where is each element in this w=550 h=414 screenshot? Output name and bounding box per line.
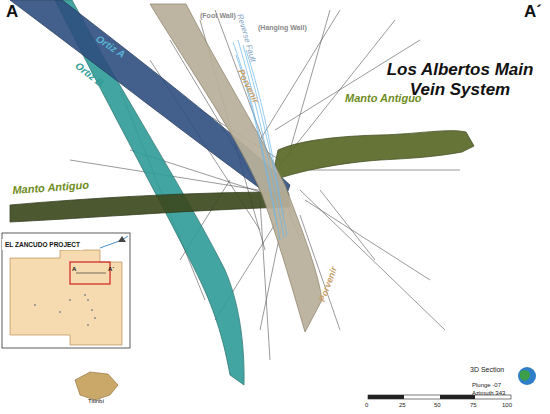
map-section-end: A bbox=[72, 266, 76, 273]
scale-number: 75 bbox=[470, 402, 477, 409]
drill-hole bbox=[300, 190, 445, 330]
scale-number: 25 bbox=[399, 402, 406, 409]
drill-hole bbox=[260, 200, 270, 360]
inset-map: EL ZANCUDO PROJECT bbox=[2, 233, 130, 348]
wall-note: (Hanging Wall) bbox=[258, 24, 307, 32]
drill-hole bbox=[320, 190, 375, 260]
drill-hole bbox=[310, 170, 460, 171]
view-note: Plunge -07 bbox=[472, 382, 501, 389]
drill-hole bbox=[275, 40, 420, 130]
town-name: Titiribí bbox=[88, 398, 104, 405]
vein-name: Manto Antiguo bbox=[12, 179, 89, 196]
drill-hole bbox=[305, 200, 430, 280]
scale-number: 100 bbox=[502, 402, 512, 409]
wall-note: (Foot Wall) bbox=[200, 12, 236, 20]
map-section-end: A´ bbox=[108, 266, 114, 273]
vein-name: Porvenir bbox=[318, 266, 340, 304]
view-note: 3D Section bbox=[470, 366, 504, 374]
map-title: EL ZANCUDO PROJECT bbox=[2, 239, 83, 250]
view-note: Azimuth 343 bbox=[472, 390, 505, 397]
scale-number: 0 bbox=[365, 402, 368, 409]
vein-name: Manto Antiguo bbox=[345, 92, 422, 104]
section-end: A´ bbox=[524, 3, 542, 22]
scale-number: 50 bbox=[434, 402, 441, 409]
section-end: A bbox=[6, 3, 18, 22]
